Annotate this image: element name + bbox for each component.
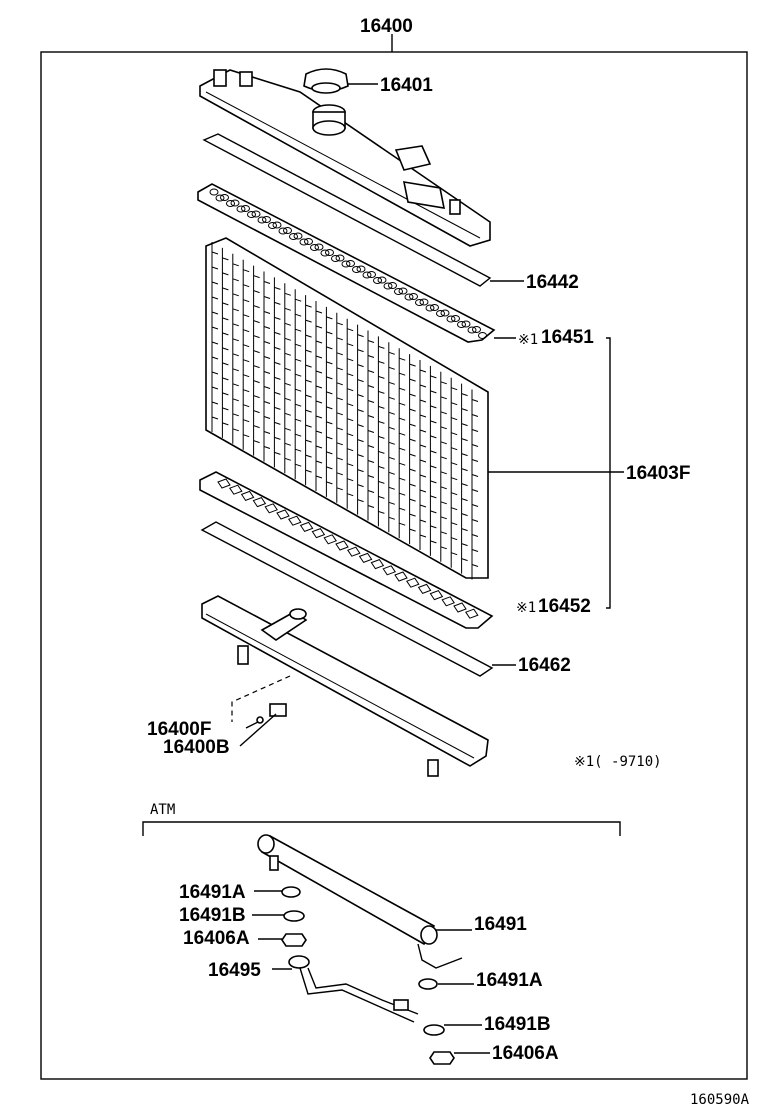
radiator-cap bbox=[303, 68, 349, 94]
lower-gasket bbox=[200, 521, 494, 677]
upper-gasket bbox=[202, 133, 492, 287]
washer-16491a-left bbox=[281, 886, 301, 898]
group-bracket bbox=[606, 337, 611, 609]
ref-mark-lower: ※1 bbox=[516, 600, 536, 616]
label-16462: 16462 bbox=[518, 655, 571, 676]
label-16491B-left: 16491B bbox=[179, 905, 246, 926]
figure-code: 160590A bbox=[690, 1092, 750, 1108]
nut-16406a-left bbox=[281, 933, 307, 947]
label-16451: 16451 bbox=[541, 327, 594, 348]
footnote-range: ※1( -9710) bbox=[574, 754, 662, 770]
oil-cooler-pipe bbox=[257, 834, 463, 969]
ref-mark-upper: ※1 bbox=[518, 332, 538, 348]
nut-16406a-right bbox=[429, 1051, 455, 1065]
label-16491A-right: 16491A bbox=[476, 970, 543, 991]
label-16491: 16491 bbox=[474, 914, 527, 935]
label-16491B-right: 16491B bbox=[484, 1014, 551, 1035]
upper-header-plate bbox=[197, 183, 496, 343]
label-16495: 16495 bbox=[208, 960, 261, 981]
label-16400: 16400 bbox=[360, 16, 413, 37]
label-16442: 16442 bbox=[526, 272, 579, 293]
lower-header-plate bbox=[199, 471, 494, 629]
label-16401: 16401 bbox=[380, 75, 433, 96]
label-16491A-left: 16491A bbox=[179, 882, 246, 903]
upper-tank bbox=[199, 69, 491, 247]
oil-cooler-hose bbox=[288, 955, 419, 1023]
radiator-core bbox=[205, 237, 489, 580]
label-16452: 16452 bbox=[538, 596, 591, 617]
washer-16491b-right bbox=[423, 1024, 445, 1036]
atm-bracket bbox=[142, 821, 621, 836]
assembly-frame bbox=[40, 51, 748, 1080]
lower-tank bbox=[201, 595, 489, 777]
label-16400B: 16400B bbox=[163, 737, 230, 758]
label-16406A-right: 16406A bbox=[492, 1043, 559, 1064]
washer-16491b-left bbox=[283, 910, 305, 922]
label-16403F: 16403F bbox=[626, 463, 690, 484]
drain-cock bbox=[231, 675, 291, 724]
label-16400F: 16400F bbox=[147, 719, 211, 740]
washer-16491a-right bbox=[418, 978, 438, 990]
label-16406A-left: 16406A bbox=[183, 928, 250, 949]
section-atm: ATM bbox=[150, 802, 175, 818]
